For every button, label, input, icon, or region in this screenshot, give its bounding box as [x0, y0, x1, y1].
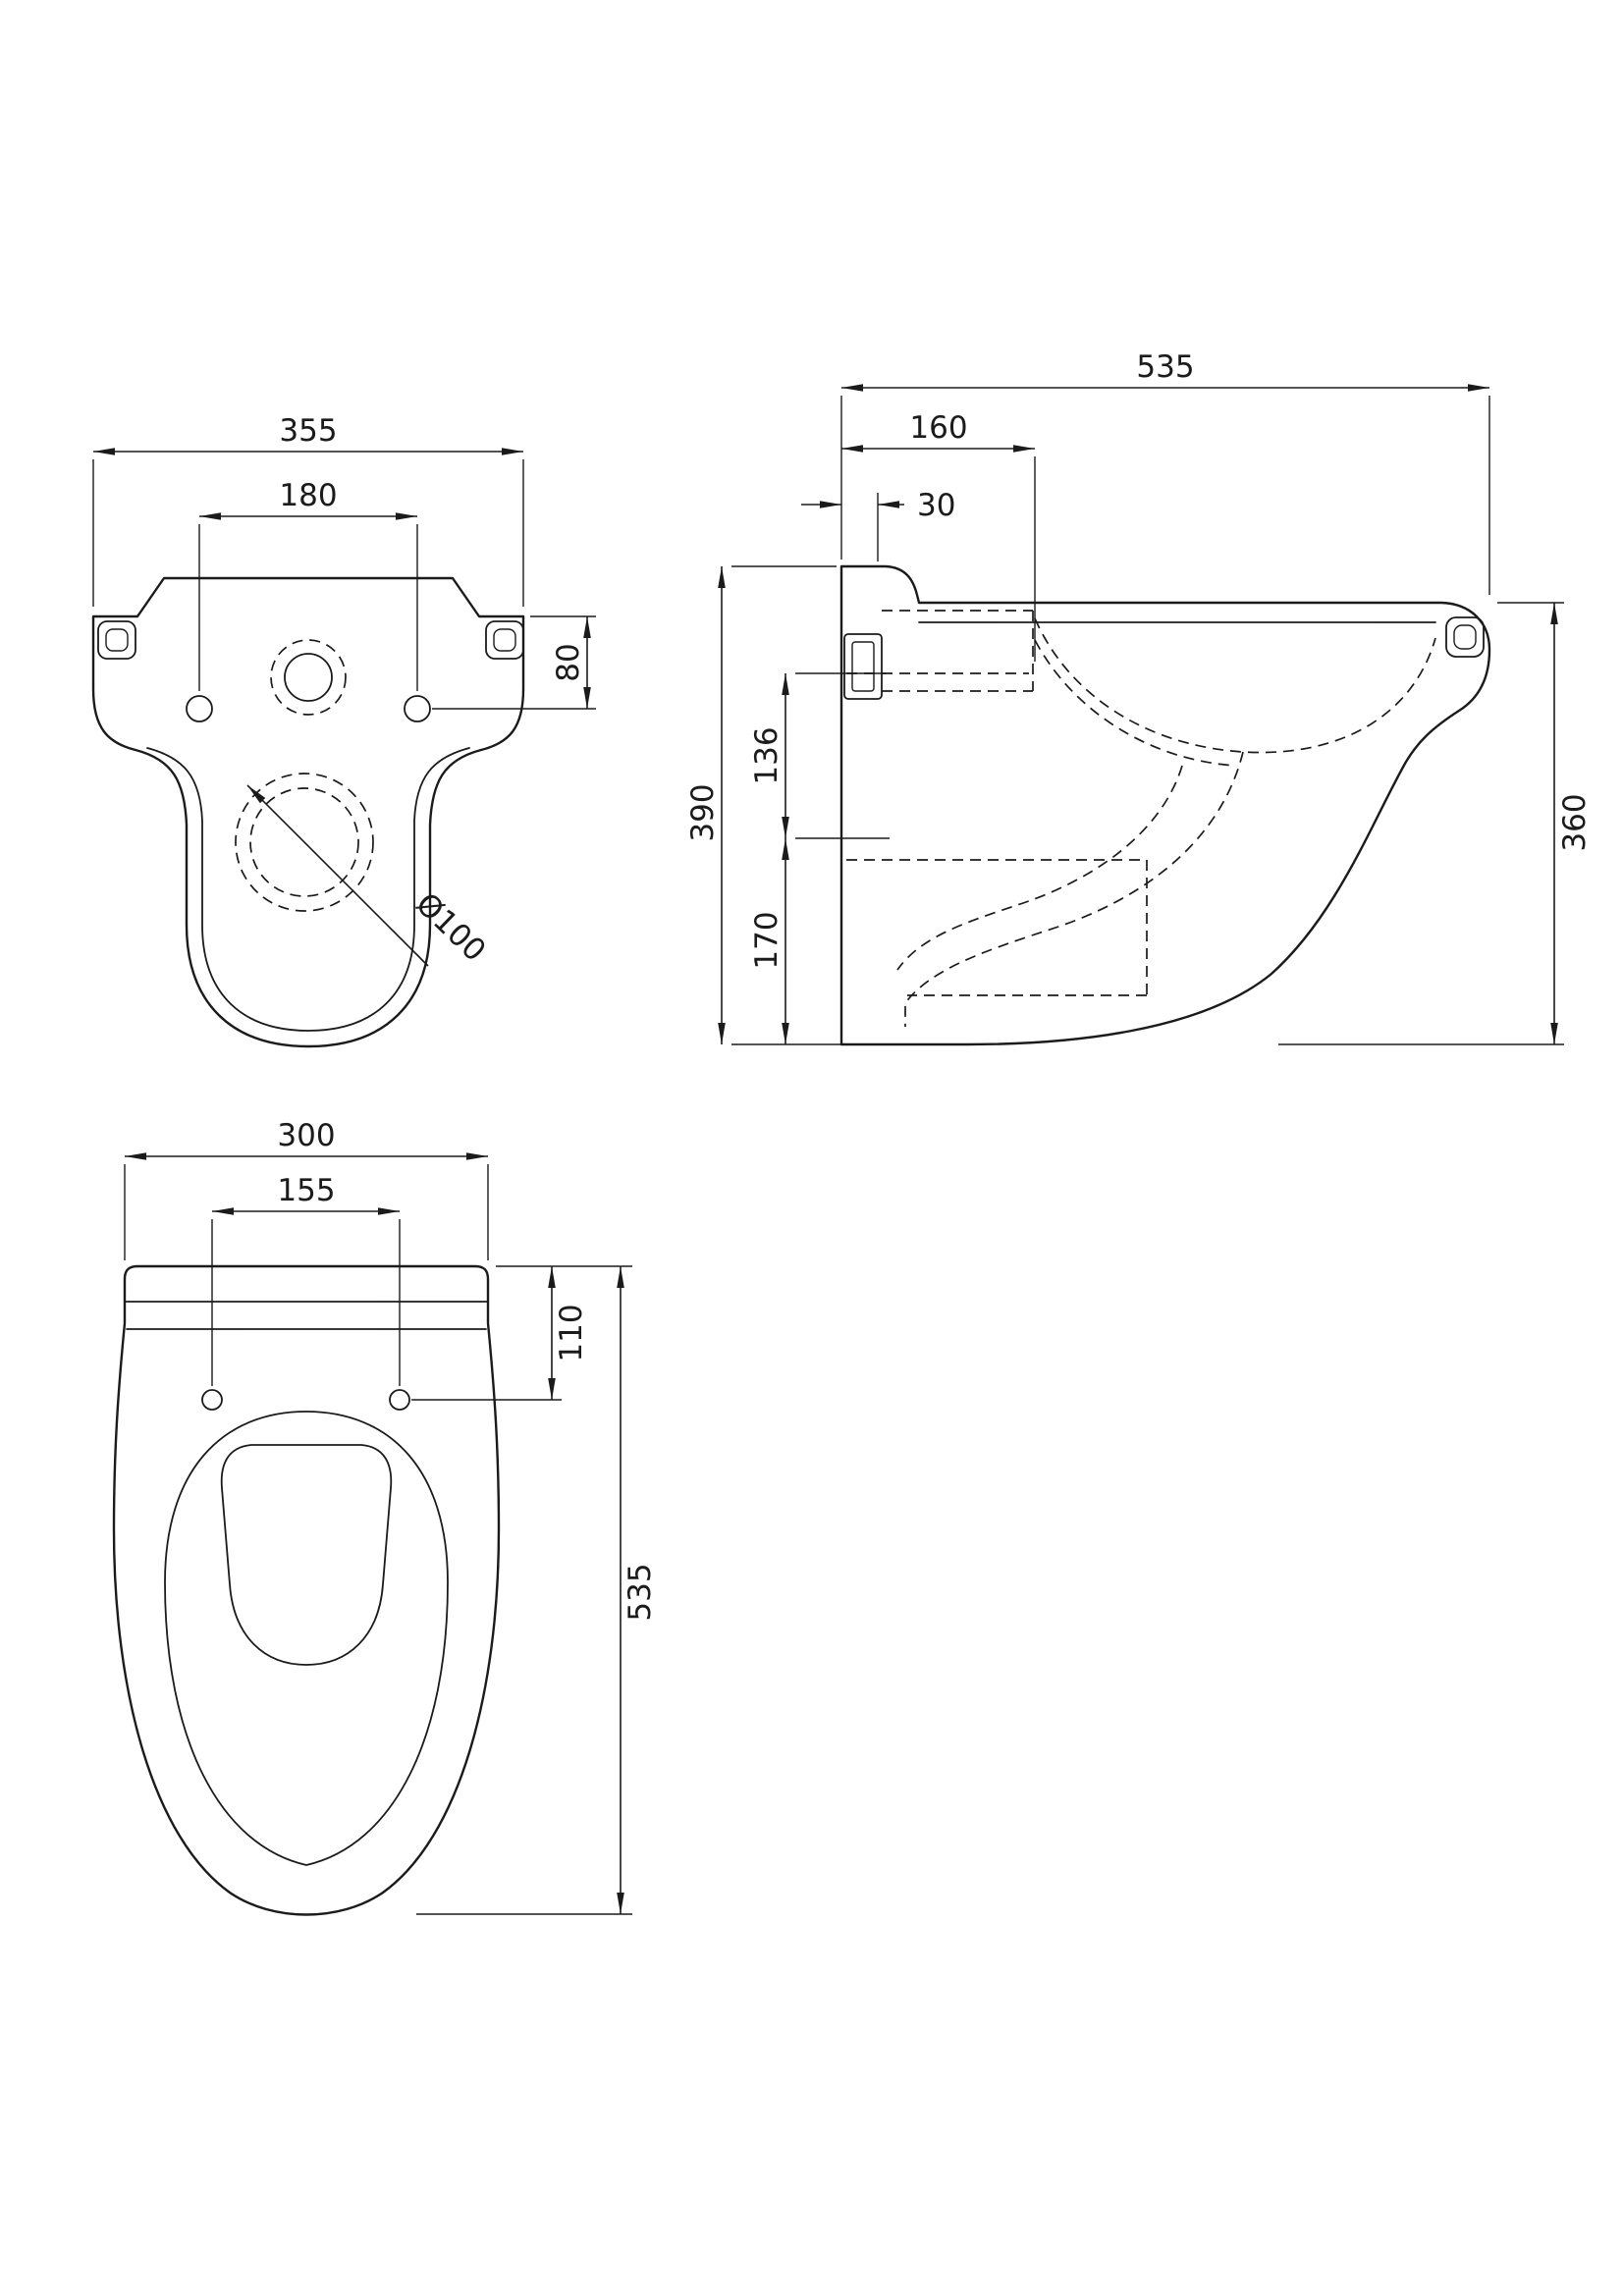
rear-outlet-circle-outer [235, 773, 374, 912]
side-dim-front-height: 360 [1278, 602, 1593, 1045]
plan-hinge-spacing-label: 155 [277, 1173, 335, 1208]
side-dim-inlet-depth: 160 [841, 410, 1036, 662]
side-hidden-lines [846, 610, 1436, 1027]
plan-dim-hinge-setback: 110 [411, 1265, 632, 1401]
rear-inner-contour [146, 747, 470, 1032]
side-body-outline [839, 564, 1491, 1046]
plan-body-outline [112, 1264, 501, 1916]
side-inlet-height-label: 136 [749, 726, 784, 784]
side-view: 535 160 30 390 136 [685, 349, 1593, 1046]
rear-dim-overall-width: 355 [92, 413, 524, 607]
plan-dim-seat-width: 300 [124, 1118, 489, 1260]
plan-view: 300 155 110 535 [112, 1118, 658, 1916]
rear-left-fixing-hole [186, 695, 213, 722]
rear-body-outline [91, 576, 525, 1048]
side-inlet-connector-inner [851, 641, 875, 692]
side-dim-lower-height: 170 [749, 838, 789, 1044]
rear-view: 355 180 80 Ø100 [91, 413, 596, 1048]
side-rim-offset-label: 30 [917, 488, 955, 523]
rear-outlet-circle-inner [249, 787, 359, 897]
side-lower-height-label: 170 [749, 911, 784, 969]
side-dim-overall-height: 390 [685, 565, 844, 1045]
side-dim-rim-offset: 30 [801, 488, 955, 561]
rear-hole-drop-label: 80 [551, 643, 586, 681]
rear-right-fixing-hole [404, 695, 431, 722]
rear-left-tab-slot [105, 628, 129, 652]
side-front-height-label: 360 [1557, 793, 1593, 851]
rear-inlet-circle-inner [284, 653, 333, 702]
plan-dim-hinge-spacing: 155 [211, 1173, 401, 1386]
plan-dim-overall-length: 535 [416, 1266, 658, 1915]
rear-outlet-diameter-label: Ø100 [408, 886, 492, 969]
side-overall-height-label: 390 [685, 783, 721, 841]
side-front-cap [1445, 616, 1485, 658]
plan-overall-length-label: 535 [622, 1563, 658, 1621]
rear-dim-hole-drop: 80 [432, 615, 596, 710]
side-inlet-connector [843, 633, 883, 700]
plan-left-hinge-hole [201, 1389, 223, 1411]
plan-seat-width-label: 300 [277, 1118, 335, 1153]
rear-dim-hole-spacing: 180 [198, 478, 418, 691]
plan-hinge-setback-label: 110 [554, 1304, 589, 1362]
side-dim-overall-depth: 535 [840, 349, 1490, 595]
rear-overall-width-label: 355 [279, 413, 337, 449]
side-front-cap-slot [1453, 624, 1477, 650]
side-overall-depth-label: 535 [1136, 349, 1194, 385]
rear-right-tab [485, 620, 524, 660]
side-inlet-depth-label: 160 [909, 410, 967, 446]
rear-dim-outlet-diameter: Ø100 [246, 784, 493, 969]
plan-right-hinge-hole [389, 1389, 410, 1411]
plan-inner-pocket [220, 1444, 393, 1666]
side-dim-inlet-height: 136 [749, 672, 890, 839]
rear-hole-spacing-label: 180 [279, 478, 337, 513]
rear-inlet-circle-outer [270, 639, 347, 716]
plan-seat-opening [164, 1411, 449, 1866]
rear-right-tab-slot [493, 628, 516, 652]
rear-left-tab [97, 620, 136, 660]
